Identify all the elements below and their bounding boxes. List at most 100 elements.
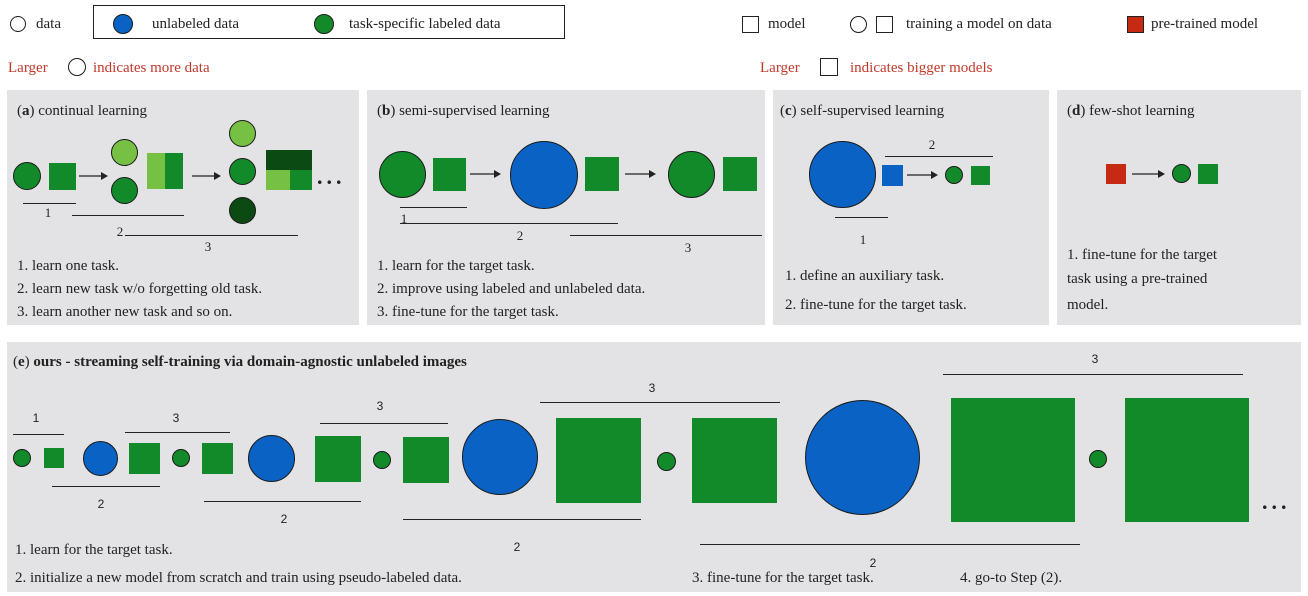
panel-a-num-2: 2: [116, 224, 124, 239]
panel-b-num-2: 2: [516, 228, 524, 243]
panel-e-finetuned-model-2: [403, 437, 449, 483]
panel-e-labeled-data-2: [373, 451, 391, 469]
legend-data-box: [93, 5, 565, 39]
panel-b-arrow-2: [625, 170, 656, 178]
panel-a-arrow-1: [79, 172, 108, 180]
panel-self-supervised-learning: [773, 90, 1049, 325]
panel-e-line-2c: [403, 519, 641, 520]
panel-e-line-2a: [52, 486, 160, 487]
panel-b-unlabeled-data: [510, 141, 578, 209]
panel-c-step-1: 1. define an auxiliary task.: [785, 268, 945, 284]
panel-a-labeled-data-1: [13, 162, 41, 190]
panel-e-labeled-data-4: [1089, 450, 1107, 468]
panel-e-line-3d: [943, 374, 1243, 375]
panel-b-letter: b: [382, 103, 391, 119]
panel-e-unlabeled-data-1: [83, 441, 118, 476]
panel-e-line-1: [13, 434, 64, 435]
panel-e-model-1: [129, 443, 160, 474]
panel-a-model-3-q3: [266, 170, 290, 190]
legend-training-square-icon: [876, 16, 893, 33]
legend-model-square-icon: [742, 16, 759, 33]
panel-a-step-2: 2. learn new task w/o forgetting old tas…: [17, 281, 263, 297]
panel-e-labeled-data-0: [13, 449, 31, 467]
panel-d-letter: d: [1072, 103, 1081, 119]
panel-b-model-2: [585, 157, 619, 191]
panel-b-line-2: [400, 223, 618, 224]
legend-pretrained-label: pre-trained model: [1151, 16, 1259, 32]
panel-b-arrow-1: [470, 170, 501, 178]
panel-b-step-3: 3. fine-tune for the target task.: [377, 304, 559, 320]
panel-d-target-model: [1198, 164, 1218, 184]
panel-e-model-3: [556, 418, 641, 503]
panel-a-labeled-data-3: [229, 158, 256, 185]
panel-e-finetuned-model-3: [692, 418, 777, 503]
panel-c-title-text: self-supervised learning: [800, 103, 945, 119]
panel-e-model-0: [44, 448, 64, 468]
panel-e-line-3b: [320, 423, 448, 424]
panel-e-letter: e: [18, 354, 25, 370]
panel-e-step-3: 3. fine-tune for the target task.: [692, 570, 874, 586]
panel-a-arrow-2: [192, 172, 221, 180]
panel-c-labeled-data: [945, 166, 963, 184]
panel-c-step-2: 2. fine-tune for the target task.: [785, 297, 967, 313]
panel-c-num-2: 2: [928, 137, 936, 152]
panel-a-dark-data-3: [229, 197, 256, 224]
panel-e-line-2b: [204, 501, 361, 502]
panel-a-line-3: [125, 235, 298, 236]
panel-a-model-1: [49, 163, 76, 190]
panel-e-model-4: [951, 398, 1075, 522]
panel-d-arrow: [1132, 170, 1165, 178]
panel-c-arrow: [907, 171, 938, 179]
panel-d-title-text: few-shot learning: [1089, 103, 1195, 119]
panel-c-num-1: 1: [859, 232, 867, 247]
panel-b-num-3: 3: [684, 240, 692, 255]
legend-model-label: model: [768, 16, 806, 32]
legend-training-circle-icon: [850, 16, 867, 33]
panel-e-step-1: 1. learn for the target task.: [15, 542, 173, 558]
panel-a-step-3: 3. learn another new task and so on.: [17, 304, 233, 320]
panel-e-line-3a: [125, 432, 230, 433]
panel-d-labeled-data: [1172, 164, 1191, 183]
panel-e-labeled-data-1: [172, 449, 190, 467]
panel-e-step-2: 2. initialize a new model from scratch a…: [15, 570, 462, 586]
panel-e-unlabeled-data-2: [248, 435, 295, 482]
panel-b-step-1: 1. learn for the target task.: [377, 258, 535, 274]
panel-e-ellipsis: ...: [1262, 489, 1291, 514]
note-bigger-models-prefix: Larger: [760, 60, 800, 76]
panel-a-model-3-q1: [266, 150, 290, 170]
panel-continual-learning: [7, 90, 359, 325]
panel-a-num-3: 3: [204, 239, 212, 254]
panel-a-letter: a: [22, 103, 30, 119]
panel-a-num-1: 1: [44, 205, 52, 220]
legend-unlabeled-label: unlabeled data: [152, 16, 240, 32]
note-more-data-suffix: indicates more data: [93, 60, 210, 76]
panel-a-model-2-dark-half: [165, 153, 183, 189]
legend-pretrained-square-icon: [1127, 16, 1144, 33]
note-bigger-models-square-icon: [820, 58, 838, 76]
legend-labeled-circle-icon: [314, 14, 334, 34]
panel-b-num-1: 1: [400, 211, 408, 226]
panel-e-finetuned-model-1: [202, 443, 233, 474]
panel-e-num-3d: 3: [1091, 352, 1099, 366]
panel-a-labeled-data-2: [111, 177, 138, 204]
panel-e-step-4: 4. go-to Step (2).: [960, 570, 1063, 586]
panel-a-step-1: 1. learn one task.: [17, 258, 120, 274]
panel-e-unlabeled-data-3: [462, 419, 538, 495]
panel-a-light-data-3: [229, 120, 256, 147]
panel-d-step-line-1: 1. fine-tune for the target: [1067, 247, 1218, 263]
panel-b-line-3: [570, 235, 762, 236]
legend-data-circle-icon: [10, 16, 26, 32]
panel-e-unlabeled-data-4: [805, 400, 920, 515]
panel-c-line-2: [885, 156, 993, 157]
legend-data-label: data: [36, 16, 61, 32]
panel-e-labeled-data-3: [657, 452, 676, 471]
panel-b-model-3: [723, 157, 757, 191]
legend-unlabeled-circle-icon: [113, 14, 133, 34]
panel-d-step-line-2: task using a pre-trained: [1067, 271, 1208, 287]
legend-training-label: training a model on data: [906, 16, 1052, 32]
panel-e-num-2a: 2: [97, 497, 105, 511]
panel-e-title: (e) ours - streaming self-training via d…: [13, 354, 467, 370]
panel-e-num-2d: 2: [869, 556, 877, 570]
panel-b-model-1: [433, 158, 466, 191]
panel-c-unlabeled-data: [809, 141, 876, 208]
